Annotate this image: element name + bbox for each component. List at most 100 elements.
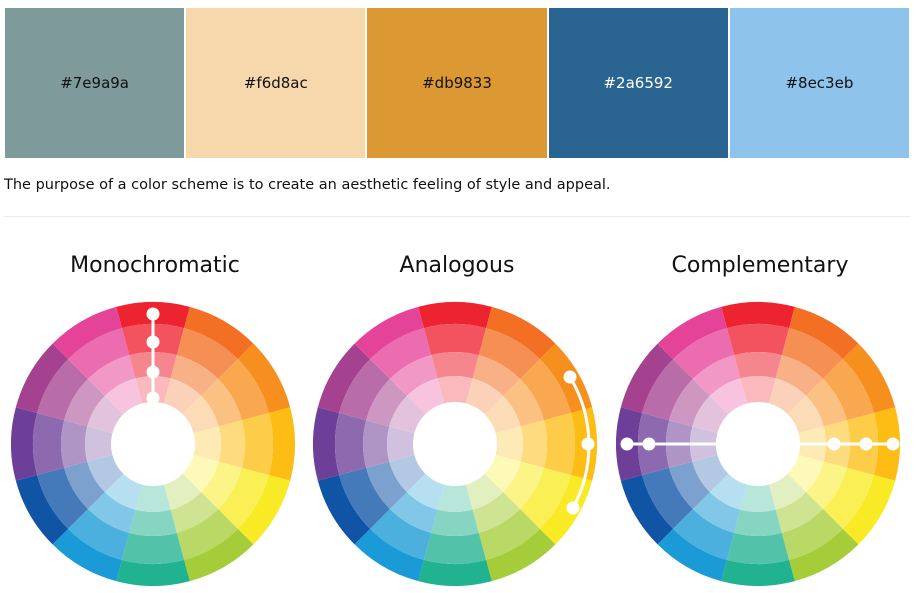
wheel-segment [781,509,843,560]
wheel-segment [484,395,521,434]
selector-handle[interactable] [886,437,900,451]
wheel-segment [237,475,291,545]
wheel-segment [503,378,544,427]
wheel-segment [484,454,521,493]
wheel-segment [543,412,575,476]
wheel-segment [87,454,124,493]
selector-handle[interactable] [827,437,841,451]
wheel-segment [170,492,219,533]
analogous-selector[interactable] [563,370,595,515]
swatch-hex-5: #8ec3eb [785,74,854,92]
wheel-segment [842,343,896,413]
wheel-segment [721,302,795,329]
wheel-segment [472,492,521,533]
wheel-segment [806,378,847,427]
wheel-segment [68,509,130,560]
wheel-segment [163,378,202,415]
swatch-4[interactable]: #2a6592 [548,8,728,158]
wheel-segment [313,407,340,481]
wheel-segment [823,467,874,529]
wheel-segment [366,461,407,510]
swatch-hex-4: #2a6592 [603,74,673,92]
wheel-segment [389,454,426,493]
wheel-segment [478,509,540,560]
wheel-segment [418,302,492,329]
wheel-segment [15,475,69,545]
wheel-segment [339,359,390,421]
selector-handle[interactable] [566,501,580,515]
monochromatic-title: Monochromatic [70,253,240,278]
wheel-segment [354,528,424,582]
selector-handle[interactable] [146,365,160,379]
wheel-segment [389,395,426,434]
wheel-segment [692,355,741,396]
wheel-segment [787,395,824,434]
wheel-segment [201,461,242,510]
wheel-segment [218,359,269,421]
wheel-segment [503,461,544,510]
complementary-selector[interactable] [620,437,900,451]
selector-handle[interactable] [581,437,595,451]
selector-handle[interactable] [146,335,160,349]
wheel-segment [317,343,371,413]
wheel-segment [370,509,432,560]
wheel-segment [465,378,504,415]
wheel-segment [104,473,143,510]
swatch-5[interactable]: #8ec3eb [729,8,910,158]
selector-handle[interactable] [642,437,656,451]
wheel-segment [789,528,859,582]
selector-handle[interactable] [146,307,160,321]
wheel-segment [775,355,824,396]
wheel-segment [726,532,790,564]
wheel-segment [520,359,571,421]
selector-handle[interactable] [620,437,634,451]
wheel-segment [823,359,874,421]
wheel-segment [317,475,371,545]
monochromatic-selector[interactable] [146,307,160,445]
wheel-segment [87,355,136,396]
wheel-segment [52,306,122,360]
monochromatic-color-wheel[interactable] [11,300,299,590]
complementary-color-wheel[interactable] [616,300,904,590]
wheel-segment [37,467,88,529]
wheel-segment [163,473,202,510]
wheel-segment [60,420,88,468]
wheel-segment [237,343,291,413]
swatch-hex-1: #7e9a9a [60,74,129,92]
selector-handle[interactable] [563,370,577,384]
wheel-segment [657,306,727,360]
swatch-3[interactable]: #db9833 [367,8,547,158]
wheel-segment [52,528,122,582]
wheel-segment [768,378,807,415]
wheel-segment [520,467,571,529]
selector-handle[interactable] [146,391,160,405]
wheel-segment [354,306,424,360]
wheel-segment [268,407,295,481]
wheel-segment [673,328,735,379]
wheel-segment [642,359,693,421]
selector-handle[interactable] [859,437,873,451]
divider [4,216,911,217]
wheel-segment [129,509,177,536]
wheel-segment [87,395,124,434]
wheel-segment [363,420,390,468]
analogous-color-wheel[interactable] [313,300,601,590]
wheel-segment [423,532,487,564]
wheel-segment [184,306,254,360]
wheel-segment [370,328,432,379]
wheel-segment [335,412,367,476]
wheel-segment [787,454,824,493]
wheel-segment [520,420,547,468]
wheel-segment [201,378,242,427]
wheel-segment [692,454,729,493]
wheel-segment [193,426,221,462]
wheel-segment [64,461,105,510]
wheel-segment [33,412,65,476]
swatch-2[interactable]: #f6d8ac [186,8,366,158]
selector-handle[interactable] [146,409,160,423]
wheel-segment [11,407,38,481]
wheel-segment [87,492,136,533]
wheel-segment [620,343,674,413]
wheel-segment [431,352,479,379]
swatch-1[interactable]: #7e9a9a [5,8,185,158]
